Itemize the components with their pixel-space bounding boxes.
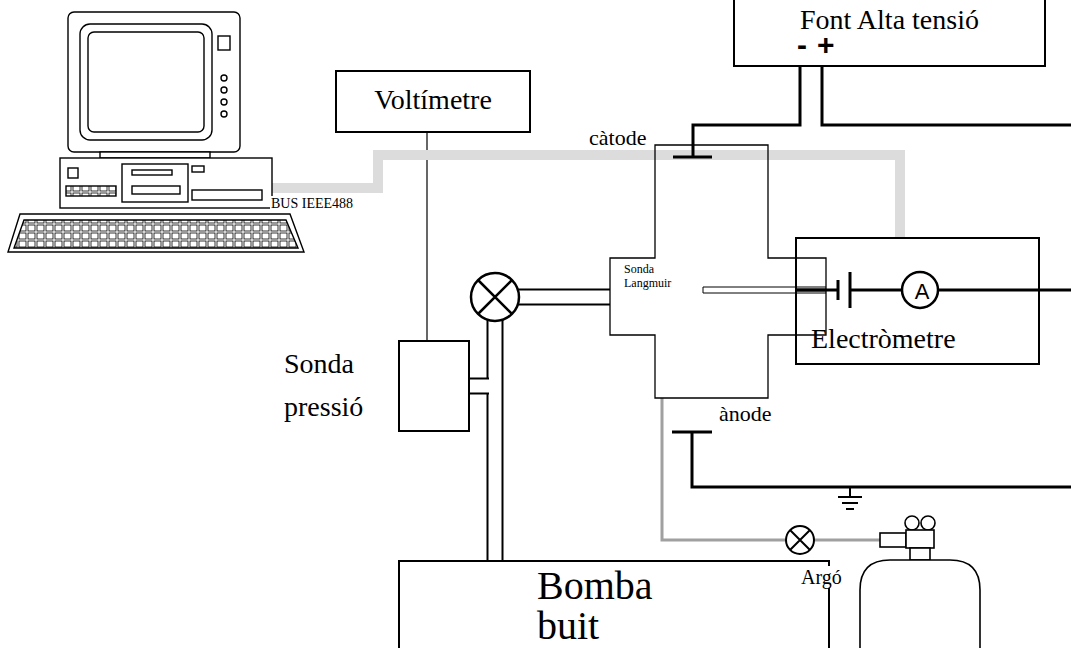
gas-valve	[786, 526, 814, 554]
argon-cylinder	[860, 516, 980, 648]
computer-illustration	[8, 12, 304, 252]
node-label: Voltímetre	[337, 72, 529, 116]
chamber-cross	[610, 145, 826, 398]
wire	[693, 67, 800, 145]
wire	[427, 133, 428, 340]
gas-label: Argó	[800, 566, 843, 588]
pressure-gauge-box: Sonda pressió	[398, 340, 470, 432]
power-supply-box: Font Alta tensió-+	[733, 0, 1046, 67]
vacuum-pump-box: Bomba buit	[398, 560, 830, 648]
vacuum-pipe	[470, 386, 489, 387]
battery-symbol	[838, 272, 850, 308]
bus-line	[265, 155, 900, 237]
pipe-wall	[470, 378, 489, 395]
electrode-label: ànode	[718, 402, 773, 426]
vacuum-chamber: Sonda Langmuir	[610, 145, 826, 398]
cathode-electrode	[673, 145, 712, 157]
terminal-symbol: -	[797, 30, 807, 60]
ammeter-symbol	[902, 272, 938, 308]
voltmeter-box: Voltímetre	[335, 70, 531, 133]
bus-label: BUS IEEE488	[270, 196, 354, 211]
node-label: Electròmetre	[811, 323, 956, 355]
node-label: Font Alta tensió	[735, 0, 1044, 36]
vacuum-valve	[471, 273, 519, 321]
vacuum-pipe	[495, 297, 610, 560]
pipe-bore	[495, 297, 610, 560]
wire-line	[693, 67, 800, 145]
gas-line	[662, 398, 880, 540]
node-label: Sonda pressió	[284, 342, 396, 429]
electrometer-circuit	[797, 272, 1071, 308]
wire-line	[426, 133, 427, 340]
wires	[672, 67, 1071, 509]
pipe-wall	[495, 297, 610, 560]
ground-symbol	[838, 487, 862, 509]
electrometer-box: Electròmetre A	[795, 237, 1040, 365]
anode-electrode	[672, 432, 1071, 487]
pipe-bore	[470, 380, 489, 393]
electrode-label: càtode	[588, 126, 647, 150]
positive-wire	[822, 67, 1071, 125]
node-label: Bomba buit	[537, 566, 687, 646]
node-label: Sonda Langmuir	[624, 263, 688, 291]
terminal-symbol: A	[915, 281, 930, 303]
terminal-symbol: +	[817, 30, 835, 60]
